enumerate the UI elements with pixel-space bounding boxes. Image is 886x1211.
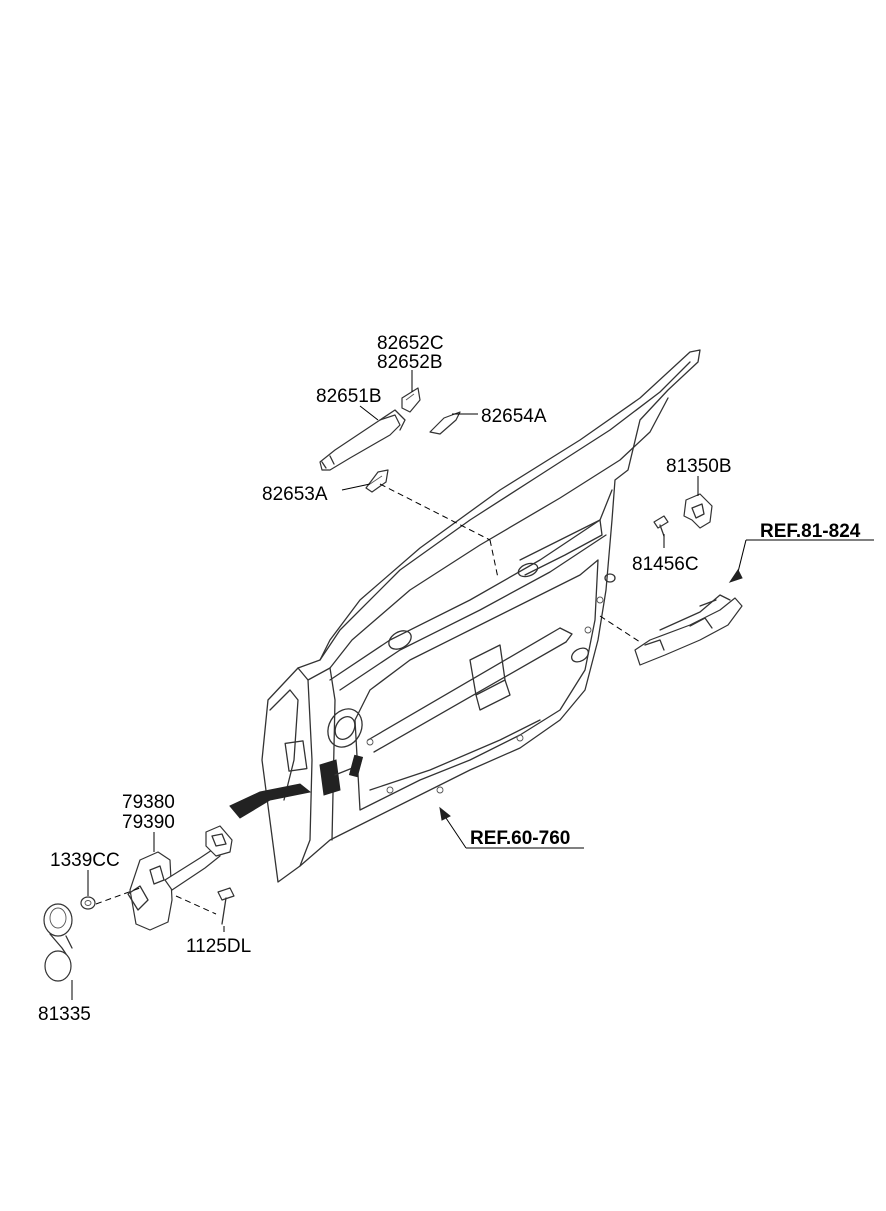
outside-handle [319,409,406,471]
bolt-1125dl [217,887,235,925]
label-79380: 79380 [122,792,175,813]
leader-lines [71,370,874,1000]
label-79390: 79390 [122,812,175,833]
label-ref-60-760: REF.60-760 [470,828,570,849]
label-1125dl: 1125DL [186,936,251,957]
label-82653a: 82653A [262,484,328,505]
door-hinge-check [127,825,233,931]
label-1339cc: 1339CC [50,850,120,871]
handle-pad-82653a [365,469,389,493]
label-82652b: 82652B [377,352,443,373]
label-81350b: 81350B [666,456,732,477]
label-ref-81-824: REF.81-824 [760,521,861,542]
screw-81456c [653,515,669,537]
label-82651b: 82651B [316,386,382,407]
door-striker [683,493,713,529]
front-door-panel [229,349,701,883]
handle-cap-82654a [429,411,461,435]
label-81335: 81335 [38,1004,91,1025]
handle-cover-82652 [401,387,421,413]
label-82652c: 82652C [377,333,444,354]
nut-1339cc [80,896,96,910]
hinge-plug [43,903,73,982]
label-81456c: 81456C [632,554,699,575]
label-82654a: 82654A [481,406,547,427]
door-latch-assembly [634,594,743,666]
